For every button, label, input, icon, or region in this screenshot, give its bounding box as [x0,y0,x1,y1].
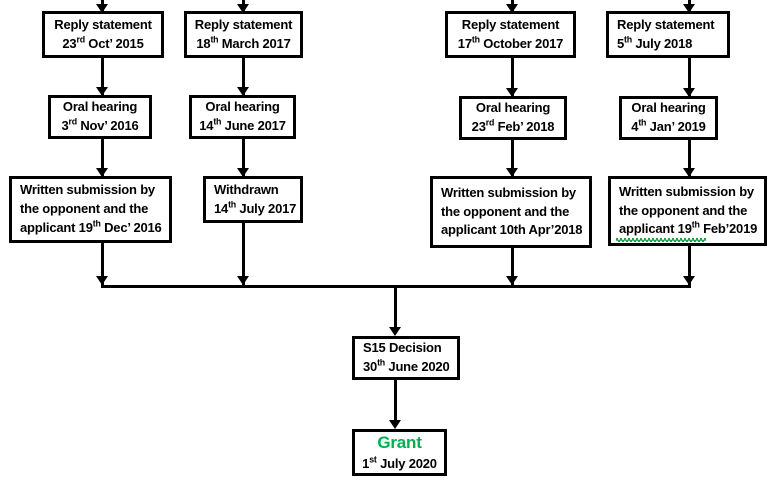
node-reply-3-label: Reply statement [461,16,560,32]
node-written-3-line2: the opponent and the [441,203,570,219]
node-written-submission-3[interactable]: Written submission by the opponent and t… [430,176,592,248]
node-reply-4-label: Reply statement [617,16,715,32]
node-oral-hearing-3[interactable]: Oral hearing 23rd Feb’ 2018 [459,96,567,140]
connector-written-3-to-collector [511,248,514,285]
node-oral-2-date: 14th June 2017 [199,116,286,133]
node-oral-2-label: Oral hearing [205,99,280,115]
node-written-submission-4[interactable]: Written submission by the opponent and t… [608,176,767,246]
arrowhead-written-1-to-collector [96,276,108,285]
connector-reply-3-to-oral-3 [511,58,514,96]
node-grant-date: 1st July 2020 [362,455,437,472]
node-reply-statement-4[interactable]: Reply statement 5th July 2018 [606,11,730,58]
spellcheck-squiggle-icon [616,238,706,242]
connector-withdrawn-2-to-collector [242,223,245,285]
arrowhead-into-reply-2 [237,4,249,13]
node-reply-1-label: Reply statement [54,16,152,32]
node-written-4-line3: applicant 19th Feb’2019 [619,220,758,237]
node-written-submission-1[interactable]: Written submission by the opponent and t… [9,176,172,243]
node-oral-3-date: 23rd Feb’ 2018 [471,117,555,134]
node-oral-1-date: 3rd Nov’ 2016 [61,116,139,133]
arrowhead-into-written-3 [506,168,518,177]
node-oral-hearing-2[interactable]: Oral hearing 14th June 2017 [189,95,296,139]
arrowhead-into-reply-3 [506,4,518,13]
node-oral-3-label: Oral hearing [475,100,551,116]
node-s15-decision[interactable]: S15 Decision 30th June 2020 [352,336,460,380]
node-oral-hearing-1[interactable]: Oral hearing 3rd Nov’ 2016 [48,95,152,139]
node-reply-statement-1[interactable]: Reply statement 23rd Oct’ 2015 [42,11,164,58]
node-oral-hearing-4[interactable]: Oral hearing 4th Jan’ 2019 [619,96,718,140]
connector-written-1-to-collector [101,243,104,285]
connector-oral-3-to-written-3 [511,140,514,177]
node-grant-label: Grant [377,432,422,452]
connector-reply-2-to-oral-2 [242,58,245,95]
node-oral-1-label: Oral hearing [62,99,138,115]
node-withdrawn-2[interactable]: Withdrawn 14th July 2017 [203,176,303,223]
connector-written-4-to-collector [688,246,691,285]
node-oral-4-label: Oral hearing [631,100,706,116]
node-reply-statement-2[interactable]: Reply statement 18th March 2017 [184,11,303,58]
arrowhead-into-written-4 [683,168,695,177]
node-reply-2-date: 18th March 2017 [196,34,291,51]
node-written-4-line1: Written submission by [619,183,754,199]
arrowhead-into-grant [389,420,401,429]
node-reply-statement-3[interactable]: Reply statement 17th October 2017 [445,11,576,58]
connector-oral-4-to-written-4 [688,140,691,177]
connector-reply-4-to-oral-4 [688,58,691,96]
node-reply-2-label: Reply statement [194,16,293,32]
node-grant[interactable]: Grant 1st July 2020 [352,429,447,476]
arrowhead-into-oral-4 [683,88,695,97]
arrowhead-withdrawn-2-to-collector [237,276,249,285]
node-oral-4-date: 4th Jan’ 2019 [631,117,706,134]
node-written-4-line2: the opponent and the [619,202,748,218]
node-reply-4-date: 5th July 2018 [617,34,693,51]
node-reply-1-date: 23rd Oct’ 2015 [62,34,144,51]
node-withdrawn-2-label: Withdrawn [214,181,279,197]
node-written-1-line1: Written submission by [20,182,155,198]
node-s15-label: S15 Decision [363,340,442,356]
arrowhead-into-withdrawn-2 [237,168,249,177]
node-written-1-line2: the opponent and the [20,201,149,217]
node-s15-date: 30th June 2020 [363,357,450,374]
arrowhead-into-reply-1 [96,4,108,13]
node-withdrawn-2-date: 14th July 2017 [214,199,297,216]
connector-s15-to-grant [394,380,397,423]
node-written-1-line3: applicant 19th Dec’ 2016 [20,218,162,235]
node-reply-3-date: 17th October 2017 [457,34,564,51]
arrowhead-into-reply-4 [683,4,695,13]
connector-oral-2-to-withdrawn-2 [242,139,245,177]
arrowhead-into-s15-decision [389,327,401,336]
arrowhead-written-4-to-collector [683,276,695,285]
node-written-3-line3: applicant 10th Apr’2018 [441,222,583,238]
arrowhead-into-oral-1 [96,87,108,96]
arrowhead-into-written-1 [96,168,108,177]
arrowhead-into-oral-2 [237,87,249,96]
arrowhead-written-3-to-collector [506,276,518,285]
arrowhead-into-oral-3 [506,88,518,97]
connector-oral-1-to-written-1 [101,139,104,177]
connector-reply-1-to-oral-1 [101,58,104,95]
node-written-3-line1: Written submission by [441,184,576,200]
connector-collector-to-s15 [394,285,397,329]
